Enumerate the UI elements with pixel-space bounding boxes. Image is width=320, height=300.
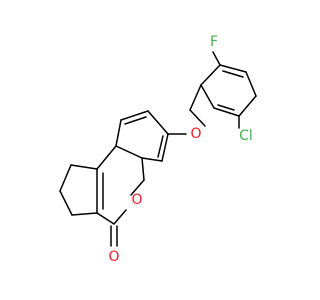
molecule-drawing: F Cl O O O (59, 34, 257, 265)
atom-labels: F Cl O O O (108, 34, 252, 265)
bond (96, 145, 117, 170)
bond (59, 190, 73, 216)
fluorine-label: F (210, 34, 218, 50)
bond (189, 109, 206, 127)
bond (59, 164, 72, 192)
bond (70, 164, 98, 170)
bond (245, 71, 257, 97)
bond (238, 95, 257, 117)
bond (141, 157, 163, 162)
bond (124, 116, 147, 125)
carbonyl-oxygen-label: O (108, 249, 119, 265)
bond (222, 70, 244, 78)
bond (113, 209, 127, 225)
bond (200, 64, 221, 86)
bond (147, 110, 169, 135)
bond (157, 135, 164, 158)
bond (141, 157, 145, 181)
bond (71, 212, 98, 216)
bond (96, 212, 115, 225)
bond (115, 145, 143, 159)
bond (120, 110, 149, 121)
ring-oxygen-label: O (131, 192, 142, 208)
bond (217, 104, 235, 111)
bond (213, 107, 240, 117)
structure-canvas: F Cl O O O (59, 34, 257, 265)
bond (161, 133, 169, 162)
bond (212, 51, 221, 66)
bond (189, 84, 202, 111)
bonds (59, 51, 257, 247)
bond (115, 119, 122, 147)
bond (219, 64, 247, 73)
chlorine-label: Cl (239, 128, 253, 144)
bond (200, 84, 215, 109)
ether-oxygen-label: O (190, 126, 201, 142)
bond (130, 179, 145, 196)
